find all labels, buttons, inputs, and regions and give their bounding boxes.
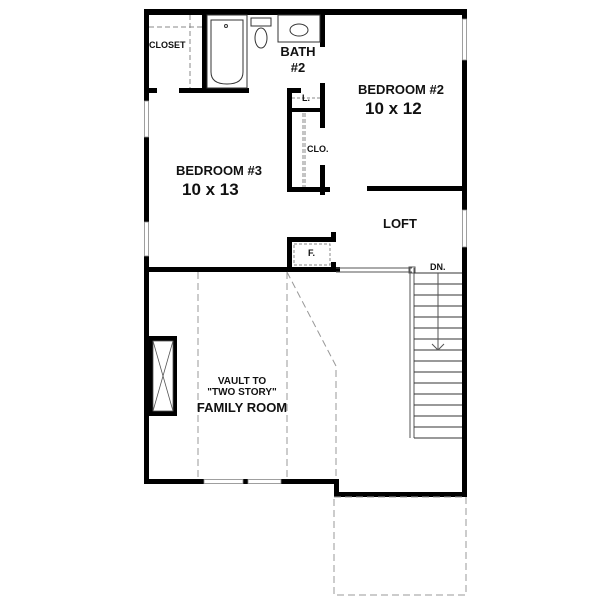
linen-label: L. bbox=[302, 93, 310, 103]
family-room-label: VAULT TO "TWO STORY" FAMILY ROOM bbox=[190, 376, 294, 415]
bedroom3-label: BEDROOM #3 bbox=[176, 163, 262, 178]
bath2-label-line1: BATH bbox=[280, 44, 316, 59]
furnace-label: F. bbox=[308, 248, 316, 258]
porch-outline bbox=[333, 496, 467, 596]
loft-railing bbox=[336, 266, 416, 438]
family-room-label-line3: FAMILY ROOM bbox=[196, 400, 288, 415]
closet-shelf bbox=[149, 15, 202, 88]
family-room-label-line2: "TWO STORY" bbox=[207, 387, 277, 398]
bedroom2-label: BEDROOM #2 bbox=[358, 82, 444, 97]
furnace-unit bbox=[293, 243, 331, 266]
bedroom3-size: 10 x 13 bbox=[182, 180, 239, 199]
bath2-label: BATH #2 bbox=[278, 45, 318, 74]
loft-label: LOFT bbox=[383, 216, 417, 231]
toilet bbox=[250, 17, 272, 49]
interior-walls bbox=[144, 15, 465, 272]
closet-label: CLOSET bbox=[149, 40, 186, 50]
windows bbox=[144, 18, 467, 484]
bath2-label-line2: #2 bbox=[290, 60, 306, 75]
clo-rod bbox=[302, 113, 306, 187]
vault-lines bbox=[197, 271, 337, 479]
bedroom2-size: 10 x 12 bbox=[365, 99, 422, 118]
fireplace bbox=[149, 336, 177, 416]
clo-label: CLO. bbox=[307, 144, 329, 154]
sink bbox=[277, 14, 321, 43]
stair-direction-arrow-icon bbox=[431, 273, 445, 351]
bathtub bbox=[206, 14, 248, 89]
exterior-walls bbox=[144, 9, 467, 497]
family-room-label-line1: VAULT TO bbox=[217, 376, 267, 387]
stairs-down-label: DN. bbox=[430, 262, 446, 272]
